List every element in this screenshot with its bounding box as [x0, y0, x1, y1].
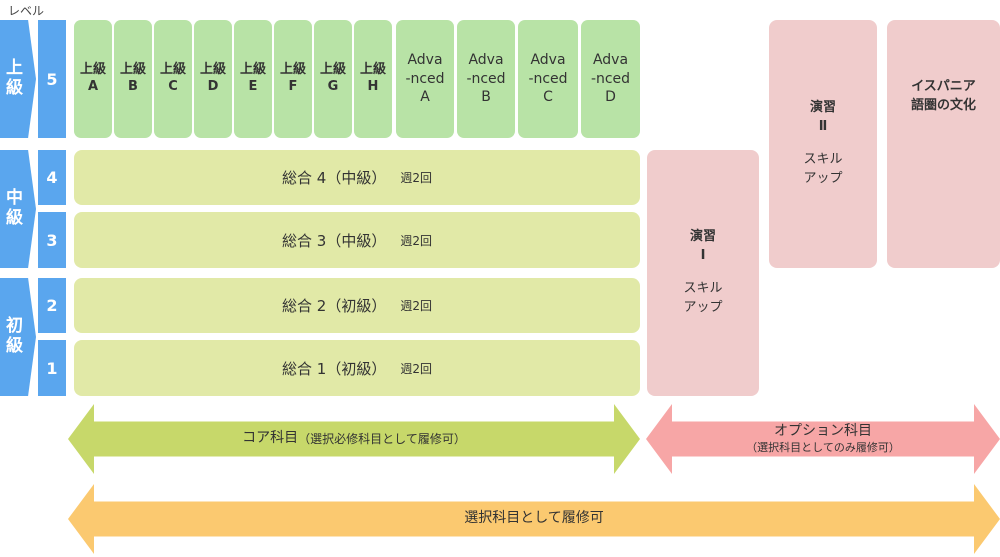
course-name-part: Adva — [407, 51, 443, 68]
course-frequency: 週2回 — [400, 233, 432, 248]
course-level-label: 上級 — [79, 62, 106, 78]
level-number-5: 5 — [38, 20, 66, 138]
course-advanced-f[interactable]: 上級 F — [274, 20, 312, 138]
arrow-main-label: コア科目 — [242, 430, 299, 447]
arrow-main-label: 選択科目として履修可 — [464, 510, 604, 527]
course-title: 演習 — [809, 100, 836, 116]
arrow-sub-label: （選択科目としてのみ履修可） — [746, 440, 900, 454]
course-letter: A — [87, 79, 99, 94]
course-frequency: 週2回 — [400, 361, 432, 376]
band-advanced: 上 級 — [0, 20, 36, 138]
course-sogo-3[interactable]: 総合 3（中級） 週2回 — [74, 212, 640, 268]
level-number-4: 4 — [38, 150, 66, 205]
course-letter: B — [481, 89, 491, 106]
course-letter: H — [367, 79, 379, 94]
course-name-part: Adva — [468, 51, 504, 68]
course-name: 総合 1（初級） — [282, 359, 387, 378]
course-name-part: -nced — [528, 70, 568, 87]
level-number-2: 2 — [38, 278, 66, 333]
course-advanced-e[interactable]: 上級 E — [234, 20, 272, 138]
course-letter: C — [543, 89, 553, 106]
course-name: 総合 3（中級） — [282, 231, 387, 250]
band-intermediate: 中 級 — [0, 150, 36, 268]
course-numeral: Ⅱ — [818, 119, 828, 135]
course-letter: D — [605, 89, 616, 106]
course-advanced-d[interactable]: 上級 D — [194, 20, 232, 138]
arrow-sub-label: （選択必修科目として履修可） — [298, 431, 466, 446]
course-level-label: 上級 — [279, 62, 306, 78]
course-level-label: 上級 — [319, 62, 346, 78]
course-name-part: -nced — [466, 70, 506, 87]
level-number-3: 3 — [38, 212, 66, 268]
option-subjects-arrow: オプション科目 （選択科目としてのみ履修可） — [646, 404, 1000, 474]
course-advanced-en-b[interactable]: Adva -nced B — [457, 20, 515, 138]
elective-subjects-arrow: 選択科目として履修可 — [68, 484, 1000, 554]
course-name: 総合 4（中級） — [282, 169, 387, 187]
course-letter: B — [128, 79, 138, 94]
course-advanced-b[interactable]: 上級 B — [114, 20, 152, 138]
course-level-label: 上級 — [159, 62, 186, 78]
course-subtitle: スキル — [683, 281, 723, 296]
course-letter: A — [420, 89, 430, 106]
course-letter: G — [327, 79, 339, 94]
course-name: 総合 2（初級） — [282, 297, 387, 315]
course-advanced-en-c[interactable]: Adva -nced C — [518, 20, 578, 138]
course-advanced-c[interactable]: 上級 C — [154, 20, 192, 138]
course-advanced-a[interactable]: 上級 A — [74, 20, 112, 138]
arrow-main-label: オプション科目 — [774, 423, 872, 440]
course-name-part: Adva — [592, 51, 629, 68]
course-level-label: 上級 — [199, 62, 226, 78]
course-name-part: -nced — [590, 70, 631, 87]
level-header: レベル — [8, 4, 45, 18]
course-sogo-4[interactable]: 総合 4（中級） 週2回 — [74, 150, 640, 205]
level-number-1: 1 — [38, 340, 66, 396]
course-letter: C — [168, 79, 178, 94]
core-subjects-arrow: コア科目 （選択必修科目として履修可） — [68, 404, 640, 474]
course-title: イスパニア — [911, 79, 976, 94]
course-subtitle: アップ — [803, 170, 843, 186]
course-numeral: Ⅰ — [700, 248, 706, 264]
course-level-label: 上級 — [359, 62, 386, 78]
course-name-part: -nced — [405, 70, 445, 87]
course-title: 演習 — [689, 229, 716, 245]
course-subtitle: スキル — [803, 152, 843, 167]
course-name-part: Adva — [530, 51, 566, 68]
course-advanced-h[interactable]: 上級 H — [354, 20, 392, 138]
course-ensyu-2[interactable]: 演習 Ⅱ スキル アップ — [769, 20, 877, 268]
course-sogo-1[interactable]: 総合 1（初級） 週2回 — [74, 340, 640, 396]
course-level-label: 上級 — [119, 62, 146, 78]
course-frequency: 週2回 — [400, 299, 432, 313]
course-letter: E — [248, 79, 258, 94]
course-advanced-en-d[interactable]: Adva -nced D — [581, 20, 640, 138]
course-letter: D — [207, 79, 219, 94]
course-level-label: 上級 — [239, 62, 266, 78]
course-letter: F — [288, 79, 298, 94]
course-title: 語圏の文化 — [910, 97, 976, 113]
course-ensyu-1[interactable]: 演習 Ⅰ スキル アップ — [647, 150, 759, 396]
course-frequency: 週2回 — [400, 171, 432, 185]
course-sogo-2[interactable]: 総合 2（初級） 週2回 — [74, 278, 640, 333]
course-advanced-g[interactable]: 上級 G — [314, 20, 352, 138]
course-subtitle: アップ — [683, 299, 723, 315]
band-beginner: 初 級 — [0, 278, 36, 396]
course-hispania-culture[interactable]: イスパニア 語圏の文化 — [887, 20, 1000, 268]
course-advanced-en-a[interactable]: Adva -nced A — [396, 20, 454, 138]
